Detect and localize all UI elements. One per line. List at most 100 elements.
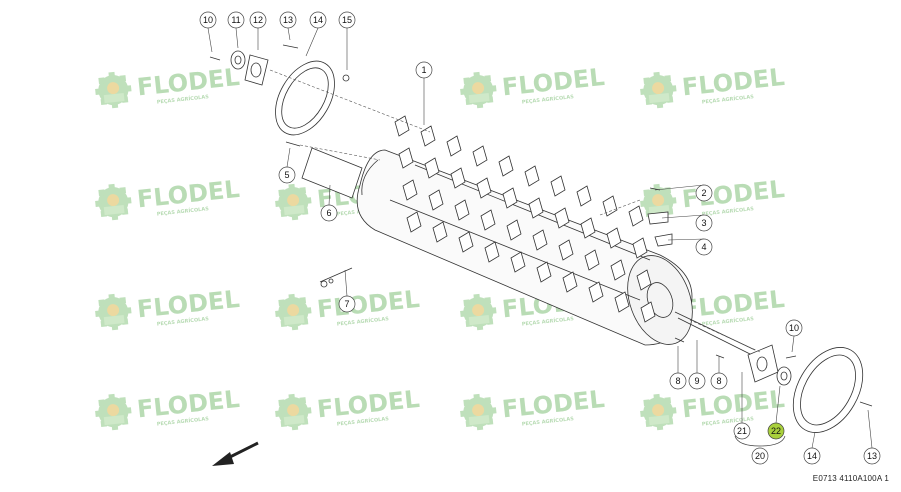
callout-number: 10 [203, 15, 213, 25]
blade [562, 271, 578, 293]
blade [524, 165, 540, 187]
blade [584, 249, 600, 271]
blade [602, 195, 618, 217]
callout-8: 8 [710, 372, 728, 390]
bolt-13 [282, 44, 299, 49]
callout-number: 13 [867, 451, 877, 461]
callout-15: 15 [338, 11, 356, 29]
blade [580, 217, 596, 239]
callout-number: 10 [789, 323, 799, 333]
assembly-guidelines [269, 69, 761, 353]
blade [610, 259, 626, 281]
callout-number: 3 [701, 218, 706, 228]
blade [532, 229, 548, 251]
callout-number: 13 [283, 15, 293, 25]
right-end-parts [647, 187, 873, 433]
blade [640, 301, 656, 323]
screw-10 [209, 56, 221, 61]
bolt-13-right [859, 401, 873, 407]
callout-8: 8 [669, 372, 687, 390]
screw-5 [285, 141, 301, 147]
leader-line [791, 335, 795, 353]
drawing-reference-code: E0713 4110A100A 1 [812, 474, 889, 483]
gear-logo-icon [640, 393, 677, 431]
blade [450, 167, 466, 189]
callout-10: 10 [785, 319, 803, 337]
gear-logo-icon [460, 393, 497, 431]
callout-number: 8 [716, 376, 721, 386]
gear-logo-icon [460, 293, 497, 331]
callout-number: 14 [807, 451, 817, 461]
key-8 [674, 337, 685, 343]
leader-line [811, 431, 816, 449]
left-end-parts [209, 44, 363, 288]
callout-number: 5 [284, 170, 289, 180]
leader-line [775, 385, 781, 424]
rotor-blades [394, 115, 656, 323]
gear-logo-icon [460, 71, 497, 109]
callout-11: 11 [227, 11, 245, 29]
leader-line [287, 27, 291, 41]
gear-logo-icon [640, 71, 677, 109]
callout-number: 21 [737, 426, 747, 436]
callout-14: 14 [309, 11, 327, 29]
callout-number: 1 [421, 65, 426, 75]
screw-10-right [785, 355, 797, 359]
leader-line [305, 27, 319, 57]
gear-logo-icon [95, 183, 132, 221]
callout-5: 5 [278, 166, 296, 184]
blade [632, 237, 648, 259]
blade [406, 211, 422, 233]
gear-logo-icon [275, 293, 312, 331]
callout-12: 12 [249, 11, 267, 29]
callout-6: 6 [320, 204, 338, 222]
blade [424, 157, 440, 179]
leader-line [286, 147, 291, 168]
blade [454, 199, 470, 221]
blade [472, 145, 488, 167]
callout-number: 14 [313, 15, 323, 25]
blade [628, 205, 644, 227]
blade [636, 269, 652, 291]
blade [528, 197, 544, 219]
blade [576, 185, 592, 207]
callout-number: 2 [701, 188, 706, 198]
blade [428, 189, 444, 211]
leader-line [667, 238, 705, 241]
callout-20: 20 [751, 447, 769, 465]
blade [484, 241, 500, 263]
callout-13: 13 [863, 447, 881, 465]
callout-9: 9 [688, 372, 706, 390]
callout-2: 2 [695, 184, 713, 202]
callout-number: 6 [326, 208, 331, 218]
callout-number: 22 [771, 426, 781, 436]
callout-10: 10 [199, 11, 217, 29]
callout-1: 1 [415, 61, 433, 79]
leader-line [235, 27, 239, 49]
blade [588, 281, 604, 303]
gear-logo-icon [95, 71, 132, 109]
leader-line [207, 27, 213, 53]
blade [398, 147, 414, 169]
callout-4: 4 [695, 238, 713, 256]
blade [502, 187, 518, 209]
callout-number: 8 [675, 376, 680, 386]
blade [606, 227, 622, 249]
blade [402, 179, 418, 201]
callout-13: 13 [279, 11, 297, 29]
washer-15 [342, 74, 350, 82]
blade [446, 135, 462, 157]
blade [394, 115, 410, 137]
leader-line [654, 184, 705, 191]
blade [558, 239, 574, 261]
leader-line [867, 409, 873, 449]
blade [506, 219, 522, 241]
gear-logo-icon [275, 393, 312, 431]
